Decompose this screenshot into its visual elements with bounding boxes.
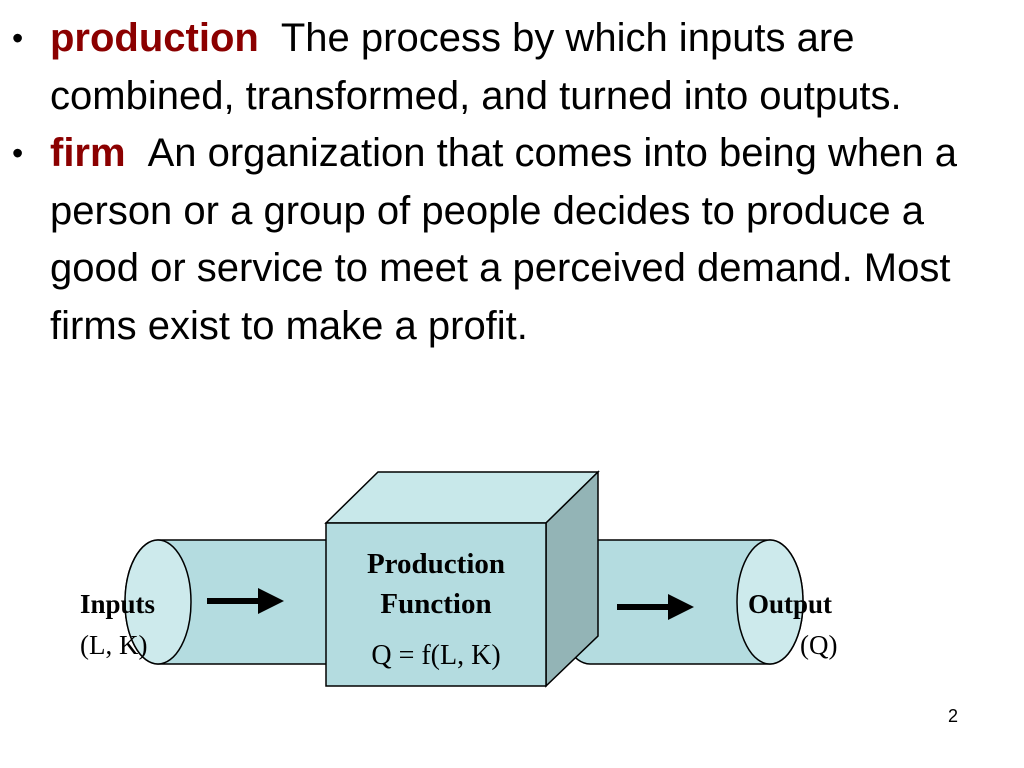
output-arrow-icon	[617, 594, 694, 620]
production-function-box	[324, 470, 600, 688]
definition-production-text: The process by which inputs are combined…	[50, 16, 902, 118]
box-title-line1: Production	[367, 548, 505, 580]
output-label: Output	[748, 589, 832, 619]
bullet-icon: •	[12, 135, 24, 171]
term-production: production	[50, 16, 259, 60]
page-number: 2	[948, 706, 959, 726]
definition-firm-text: An organization that comes into being wh…	[50, 131, 957, 348]
box-title-line2: Function	[380, 588, 491, 620]
bullet-icon: •	[12, 20, 24, 56]
term-firm: firm	[50, 131, 126, 175]
inputs-label: Inputs	[80, 589, 155, 619]
inputs-sub-label: (L, K)	[80, 630, 147, 660]
formula-label: Q = f(L, K)	[371, 640, 500, 671]
output-sub-label: (Q)	[800, 630, 837, 660]
input-arrow-icon	[207, 588, 284, 614]
